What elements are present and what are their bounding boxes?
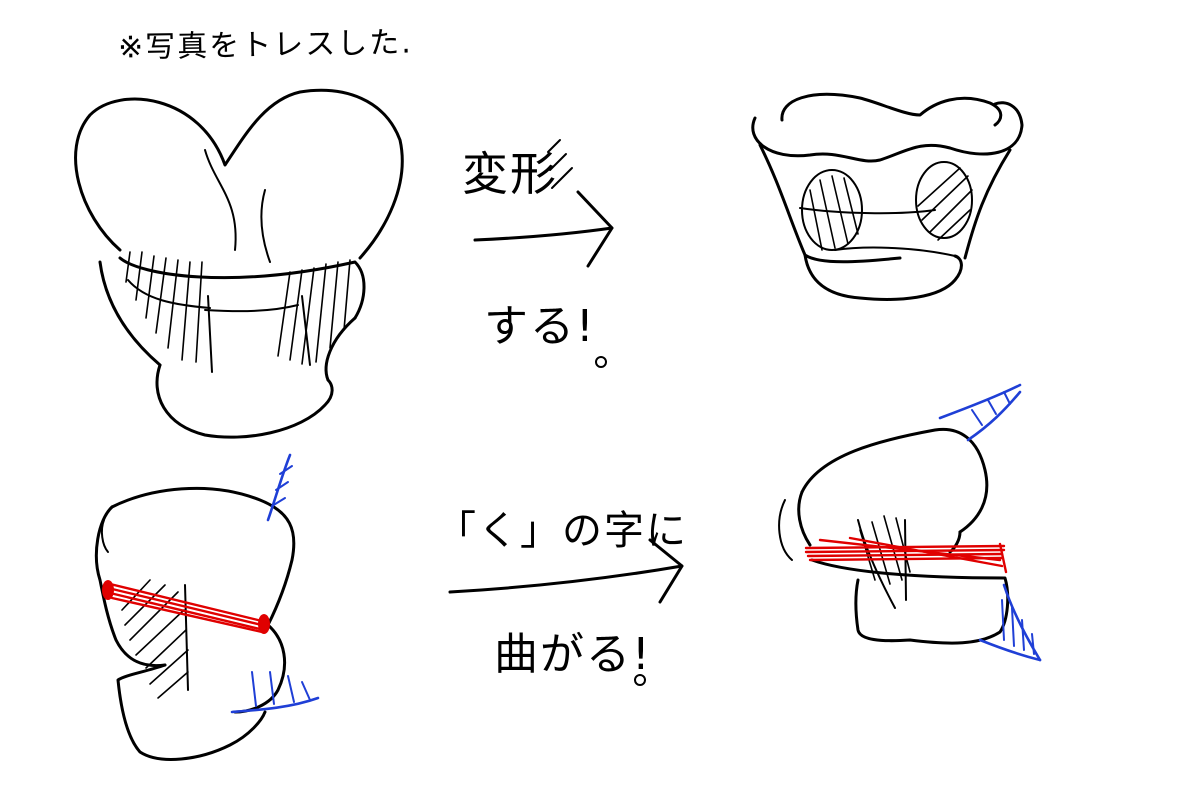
rotation-axis-right — [804, 536, 1008, 574]
bend-label: 曲がる! — [494, 629, 652, 680]
front-view-bone-original — [74, 88, 404, 439]
rotation-axis-left — [102, 580, 270, 634]
exclaim-dot-bottom — [634, 674, 646, 686]
top-arrow — [473, 139, 614, 268]
transform-label-suffix: する! — [484, 301, 596, 352]
ligament-left — [230, 453, 320, 714]
side-view-bone-original — [94, 453, 320, 761]
bottom-arrow — [448, 538, 684, 604]
ligament-right — [938, 383, 1042, 662]
front-view-bone-deformed — [751, 92, 1024, 301]
exclaim-dot-top — [595, 356, 607, 368]
side-view-bone-bent — [778, 383, 1042, 662]
transform-label: 変形 — [462, 147, 558, 201]
bend-shape-label: 「く」の字に — [436, 508, 688, 554]
